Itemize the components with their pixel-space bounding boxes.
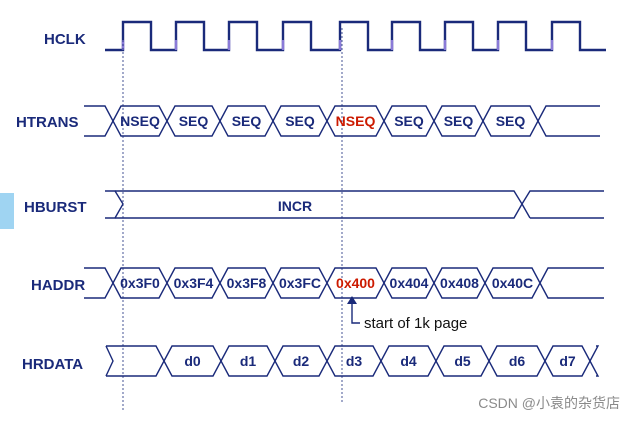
haddr-group-lead: [84, 267, 114, 299]
label-haddr: HADDR: [31, 277, 85, 294]
haddr-group-cell-label: 0x40C: [492, 275, 533, 291]
haddr-group-cell-label: 0x3F0: [120, 275, 160, 291]
hrdata-group-cell-label: d4: [400, 353, 417, 369]
hrdata-group-cell-label: d7: [559, 353, 576, 369]
hburst-incr-cell: [115, 190, 523, 219]
hrdata-group-cell-label: d5: [454, 353, 471, 369]
haddr-group-cell-label: 0x3F8: [227, 275, 267, 291]
watermark: CSDN @小袁的杂货店: [478, 395, 620, 411]
hrdata-group-cell-label: d2: [293, 353, 310, 369]
haddr-group-cell-label: 0x408: [440, 275, 479, 291]
htrans-bus: NSEQ SEQ SEQ SEQ NSEQ SEQ SEQ SEQ: [84, 105, 600, 137]
side-accent-bar: [0, 193, 14, 229]
hrdata-group-cell-label: d1: [240, 353, 257, 369]
hrdata-bus: d0 d1 d2 d3 d4 d5 d6 d7: [105, 345, 600, 377]
htrans-group-cell-label: SEQ: [232, 113, 262, 129]
htrans-group-cell-label: NSEQ: [336, 113, 376, 129]
hrdata-group-lead: [106, 345, 165, 377]
htrans-group-cell-label: SEQ: [496, 113, 526, 129]
page-start-annotation: start of 1k page: [347, 296, 467, 332]
hrdata-group-cell-label: d0: [184, 353, 201, 369]
hburst-bus: INCR: [105, 190, 604, 219]
htrans-group-cell-label: SEQ: [394, 113, 424, 129]
htrans-group-lead: [84, 105, 114, 137]
hclk-waveform: [105, 20, 606, 52]
haddr-group-cell-label: 0x3FC: [279, 275, 321, 291]
htrans-group-cell-label: SEQ: [444, 113, 474, 129]
haddr-group-cell-label: 0x404: [390, 275, 429, 291]
label-hburst: HBURST: [24, 199, 87, 216]
hburst-value: INCR: [278, 198, 312, 214]
htrans-group-cell-label: SEQ: [285, 113, 315, 129]
hclk-trace: [105, 20, 606, 52]
hburst-tail: [521, 190, 604, 219]
haddr-bus: 0x3F0 0x3F4 0x3F8 0x3FC 0x400 0x404 0x408 0x40C: [84, 267, 604, 299]
haddr-group-cell-label: 0x3F4: [174, 275, 214, 291]
hrdata-idle-edge: [105, 345, 114, 377]
label-hclk: HCLK: [44, 31, 86, 48]
annotation-leader: [351, 297, 360, 324]
label-htrans: HTRANS: [16, 114, 79, 131]
htrans-group-tail: [537, 105, 600, 137]
haddr-group-cell-label: 0x400: [336, 275, 375, 291]
hrdata-group-tail: [589, 345, 600, 377]
hrdata-group-cell-label: d3: [346, 353, 363, 369]
htrans-group-cell-label: NSEQ: [120, 113, 160, 129]
label-hrdata: HRDATA: [22, 356, 83, 373]
annotation-arrowhead: [347, 296, 357, 304]
htrans-group-cell-label: SEQ: [179, 113, 209, 129]
annotation-text: start of 1k page: [364, 315, 467, 332]
haddr-group-tail: [539, 267, 604, 299]
hrdata-group-cell-label: d6: [509, 353, 526, 369]
hburst-lead: [105, 190, 124, 219]
